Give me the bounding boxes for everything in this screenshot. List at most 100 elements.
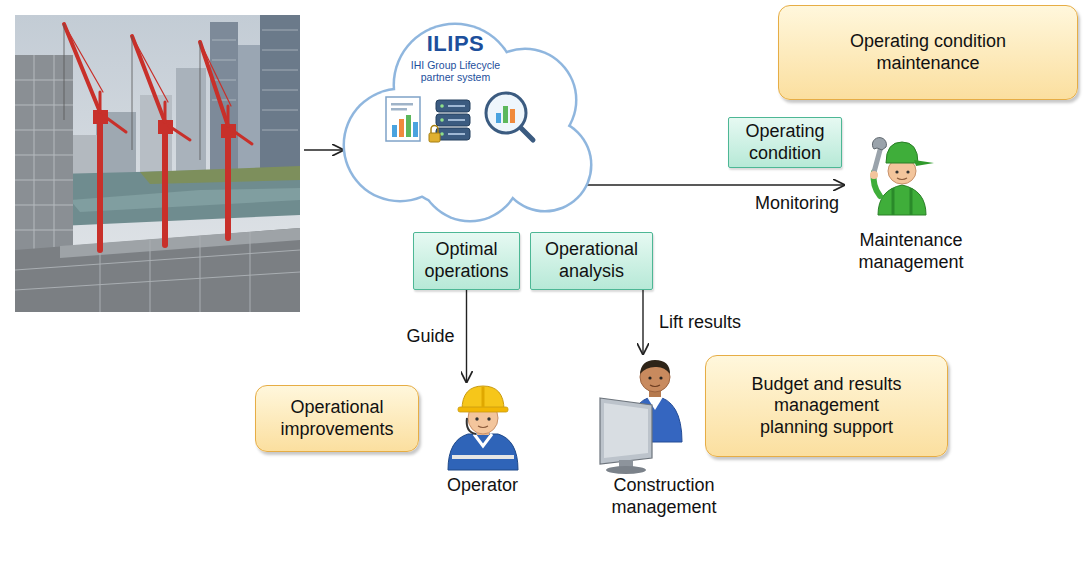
shape-part [503, 106, 508, 123]
crane-photo-part-part [99, 92, 102, 112]
shape-part [343, 23, 593, 223]
shape-part [448, 133, 465, 135]
edge-label: Monitoring [753, 193, 841, 215]
crane-photo-part-part [100, 243, 101, 312]
role-caption: Construction management [604, 475, 724, 518]
shape-part [448, 105, 465, 107]
benefit-box: Budget and results management planning s… [705, 355, 948, 457]
manager-figure-part [650, 385, 660, 387]
operator-figure-part [487, 417, 490, 420]
box-label: Optimal operations [419, 239, 514, 282]
shape-part [431, 126, 438, 133]
crane-photo-part-part [225, 132, 231, 238]
shape-part [496, 113, 501, 123]
crane-photo-part-part [132, 36, 133, 150]
maintenance-figure-part [906, 170, 909, 173]
crane-photo-part-part [227, 106, 230, 126]
maintenance-figure-part [897, 178, 907, 180]
crane-photo-part-part [232, 130, 252, 144]
manager-figure-part [640, 360, 670, 374]
flow-arrow [585, 184, 845, 185]
input-arrow [304, 150, 344, 151]
manager-figure-part [604, 403, 648, 458]
crane-photo-part-part [15, 155, 73, 156]
flow-arrow [466, 290, 467, 383]
crane-photo-part-part [200, 42, 228, 126]
edge-label: Guide [404, 326, 456, 348]
data-tag-box: Optimal operations [413, 232, 520, 290]
crane-photo-part [70, 188, 300, 212]
crane-photo-part-part [250, 232, 251, 312]
crane-photo-part-part [212, 60, 236, 61]
crane-photo-part-part [212, 40, 236, 41]
system-subtitle: IHI Group Lifecycle partner system [400, 59, 512, 83]
crane-photo-part-part [132, 36, 168, 102]
role-figure: Operator [425, 383, 540, 503]
manager-figure-part [606, 466, 646, 474]
cloud-icons [386, 93, 533, 142]
maintenance-figure-part [895, 170, 898, 173]
crane-photo-part [70, 135, 98, 175]
maintenance-figure-part [870, 171, 878, 179]
flow-arrow [642, 290, 643, 355]
crane-photo-part-part [15, 180, 73, 181]
crane-photo-part-part [162, 128, 168, 245]
shape-part [345, 25, 590, 220]
box-label: Budget and results management planning s… [746, 374, 908, 439]
crane-photo-part-part [15, 130, 73, 131]
shape-part [440, 104, 444, 108]
shape-part [510, 109, 515, 123]
shape-part [386, 97, 420, 141]
shape-part [440, 118, 444, 122]
data-tag-box: Operating condition [728, 117, 842, 168]
maintenance-figure-part [892, 188, 895, 215]
crane-photo-part-part [164, 102, 167, 122]
shape-part [392, 125, 397, 137]
crane-photo-part-part [15, 230, 73, 231]
crane-photo-part-part [200, 236, 201, 312]
crane-photo-part-part [64, 24, 103, 92]
box-label: Operating condition [735, 121, 835, 164]
shape-part [448, 119, 465, 121]
crane-photo-part [238, 45, 260, 175]
operator-figure-part [448, 434, 518, 470]
box-label: Operational improvements [267, 397, 407, 440]
shape-part [440, 132, 444, 136]
crane-photo-part [260, 15, 300, 180]
shape-part [413, 122, 418, 137]
benefit-box: Operating condition maintenance [778, 5, 1078, 100]
role-figure: Maintenance management [845, 140, 977, 290]
crane-photo-part [64, 24, 200, 160]
crane-photo-part-part [200, 42, 201, 160]
crane-photo-part [15, 15, 300, 312]
crane-photo-part-part [15, 272, 300, 290]
crane-photo-part [210, 22, 238, 172]
crane-photo-part-part [15, 250, 300, 270]
shape-part [391, 108, 407, 111]
shape-part [465, 95, 565, 195]
shape-part [436, 114, 470, 126]
manager-figure-part [659, 376, 662, 379]
crane-photo-part-part [262, 130, 298, 131]
shape-part [521, 128, 533, 140]
shape-part [429, 133, 440, 142]
shape-part [399, 119, 404, 137]
operator-figure-part [462, 386, 504, 410]
manager-figure-part [600, 398, 652, 464]
crane-photo-part-part [262, 70, 298, 71]
data-tag-box: Operational analysis [530, 232, 653, 290]
crane-photo-part-part [15, 205, 73, 206]
input-arrow-part [304, 149, 344, 150]
operator-figure-part [478, 426, 488, 428]
crane-photo-part-part [262, 50, 298, 51]
crane-photo-part-part [150, 240, 151, 312]
edge-label: Lift results [657, 312, 743, 334]
maintenance-figure-part [914, 160, 934, 166]
maintenance-figure [870, 138, 934, 215]
shape-part [436, 128, 470, 140]
crane-photo-part-part [132, 36, 165, 122]
crane-photo-part [60, 228, 300, 258]
crane-photo-part-part [64, 24, 65, 120]
crane-photo-part-part [97, 118, 103, 250]
operator-figure-part [474, 434, 492, 446]
